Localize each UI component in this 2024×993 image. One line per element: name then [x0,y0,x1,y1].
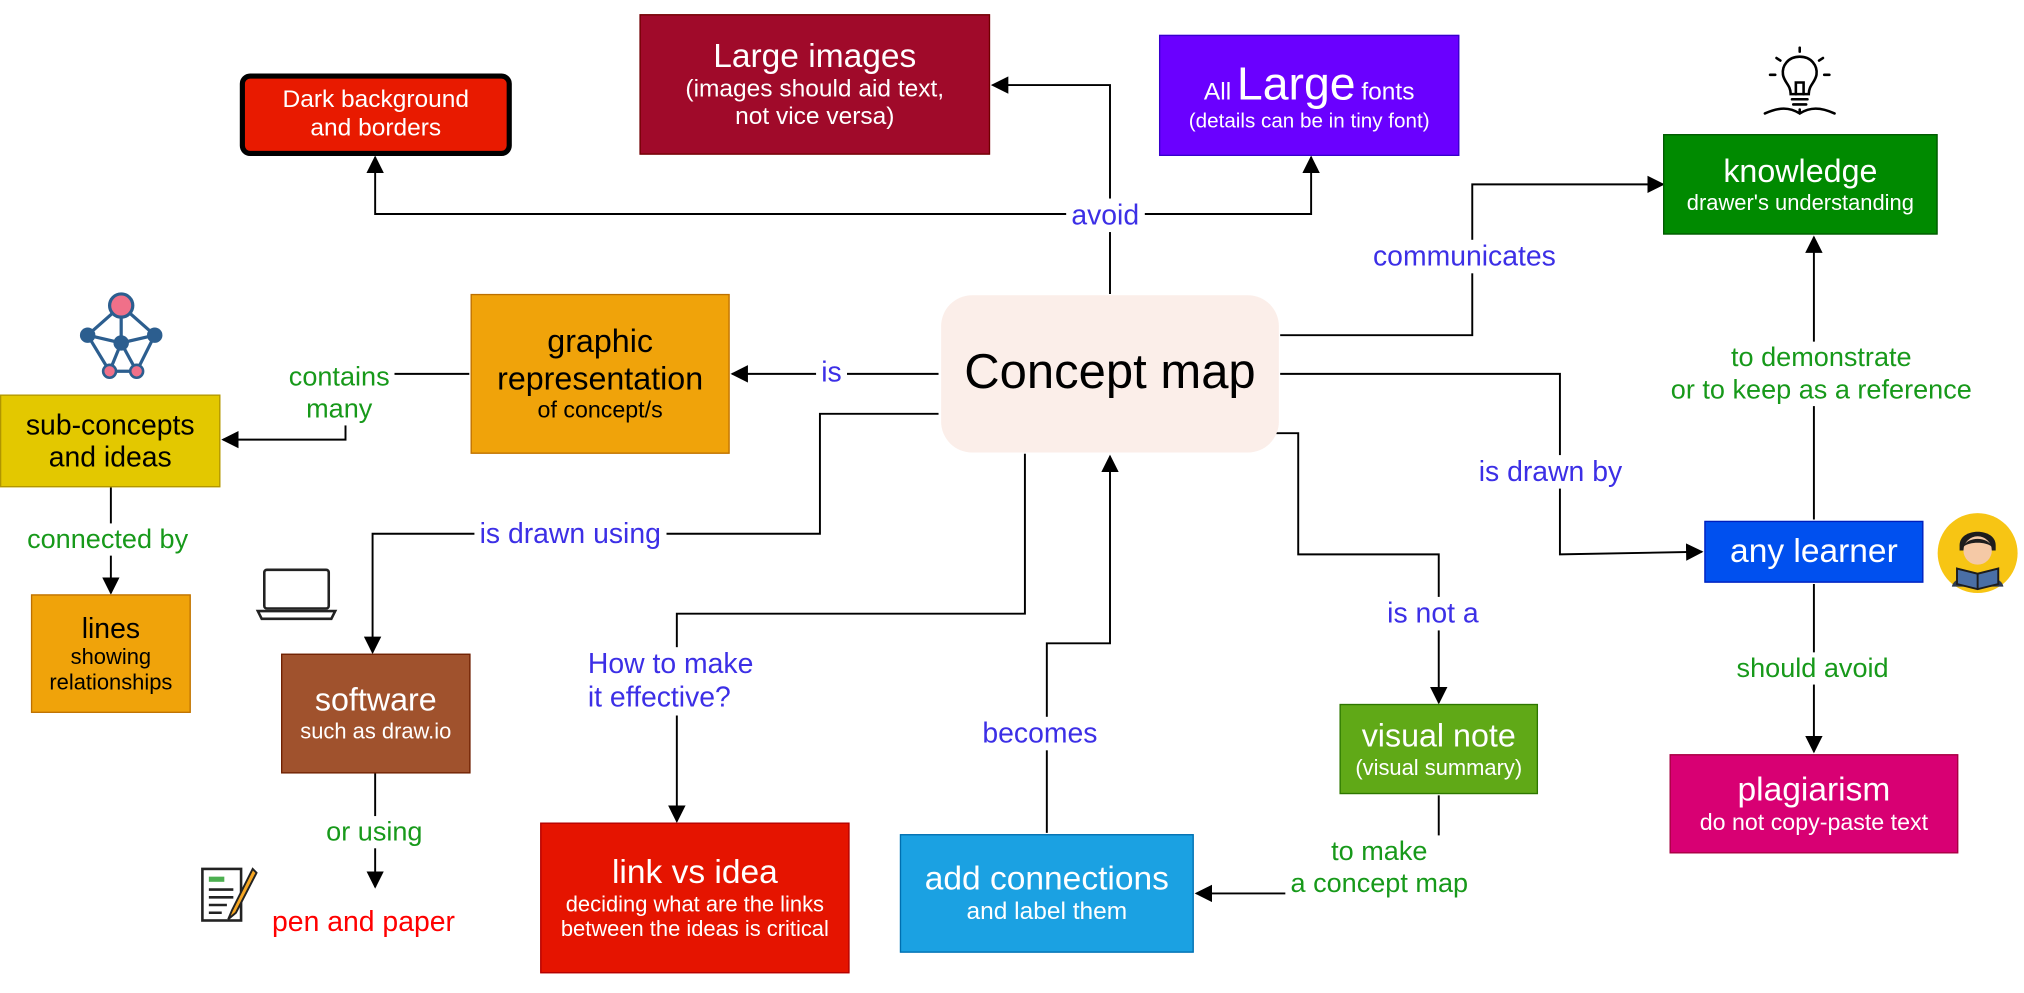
edge-avoid-dark-bg [366,155,1111,215]
node-lines-sub2: relationships [49,669,173,695]
edge-how-effective [668,453,1026,823]
node-add-connections: add connections and label them [899,834,1194,953]
label-communicates: communicates [1367,239,1562,274]
label-is-drawn-using: is drawn using [474,516,667,551]
edge-avoid-large-fonts [1110,155,1320,215]
node-add-connections-title: add connections [924,858,1169,898]
node-subconcepts-line2: and ideas [48,440,172,474]
node-knowledge-title: knowledge [1723,153,1878,190]
node-link-vs-idea-sub2: between the ideas is critical [560,917,829,942]
node-visual-note: visual note (visual summary) [1339,703,1539,795]
edge-becomes [1045,454,1119,833]
label-becomes: becomes [977,716,1103,751]
edge-drawn-using [363,412,939,655]
label-to-demonstrate: to demonstrate or to keep as a reference [1665,341,1977,407]
network-icon [79,292,163,380]
node-link-vs-idea-sub1: deciding what are the links [565,891,825,917]
node-lines-title: lines [81,612,141,645]
node-large-images-title: Large images [713,35,917,75]
label-avoid: avoid [1066,198,1145,233]
node-knowledge-sub: drawer's understanding [1686,190,1914,215]
notepad-pencil-icon [201,867,258,922]
node-dark-background: Dark background and borders [239,73,512,156]
label-is: is [816,355,847,390]
label-how-line2: it effective? [587,681,731,714]
node-large-fonts-big: Large [1236,56,1356,110]
node-dark-bg-line2: and borders [310,114,442,142]
node-large-fonts-heading: All Large fonts [1204,57,1415,110]
label-contains-line2: many [306,394,373,425]
label-or-using: or using [321,816,428,849]
laptop-icon [255,568,338,621]
label-demonstrate-line1: to demonstrate [1730,342,1912,373]
label-to-make-line2: a concept map [1290,869,1469,899]
node-link-vs-idea-title: link vs idea [611,852,778,891]
lightbulb-book-icon [1763,46,1836,115]
node-graphic-line1: graphic [547,323,653,360]
label-how-line1: How to make [587,647,754,680]
node-large-images: Large images (images should aid text, no… [639,14,991,155]
label-should-avoid: should avoid [1731,652,1894,685]
node-sub-concepts: sub-concepts and ideas [0,394,221,488]
node-visual-note-title: visual note [1361,717,1516,754]
label-connected-by: connected by [21,523,194,556]
node-visual-note-sub: (visual summary) [1355,754,1523,780]
node-graphic-line2: representation [497,360,704,397]
label-is-not-a: is not a [1382,596,1484,631]
label-to-make-line1: to make [1331,836,1428,867]
label-contains: contains many [283,360,395,426]
edge-is-not-a [1276,432,1448,705]
node-knowledge: knowledge drawer's understanding [1663,134,1938,235]
edge-avoid-large-images [990,76,1111,294]
node-subconcepts-line1: sub-concepts [25,408,195,441]
node-large-fonts-post: fonts [1361,78,1415,106]
node-large-images-sub2: not vice versa) [735,103,895,131]
node-graphic-representation: graphic representation of concept/s [470,293,730,454]
label-to-make-concept-map: to make a concept map [1285,835,1474,901]
label-contains-line1: contains [288,362,390,392]
node-plagiarism: plagiarism do not copy-paste text [1669,754,1959,854]
node-large-fonts: All Large fonts (details can be in tiny … [1158,34,1460,156]
label-is-drawn-by: is drawn by [1473,455,1628,490]
node-any-learner: any learner [1704,520,1924,583]
learner-avatar-icon [1937,513,2018,594]
node-software-title: software [314,682,437,719]
node-lines-sub1: showing [70,644,152,670]
node-pen-and-paper: pen and paper [266,905,461,940]
node-link-vs-idea: link vs idea deciding what are the links… [540,822,850,974]
node-plagiarism-title: plagiarism [1737,769,1891,809]
node-any-learner-label: any learner [1730,531,1898,570]
node-concept-map-label: Concept map [964,345,1256,400]
node-graphic-sub: of concept/s [537,397,663,424]
label-demonstrate-line2: or to keep as a reference [1670,375,1972,406]
node-large-fonts-pre: All [1203,78,1232,106]
node-software-sub: such as draw.io [300,719,452,744]
node-dark-bg-line1: Dark background [282,86,470,114]
node-software: software such as draw.io [281,653,471,774]
node-concept-map: Concept map [941,295,1279,453]
node-lines: lines showing relationships [30,594,191,713]
node-plagiarism-sub: do not copy-paste text [1699,809,1929,836]
node-add-connections-sub: and label them [966,898,1128,926]
node-large-images-sub1: (images should aid text, [685,75,945,103]
label-how-to-make-effective: How to make it effective? [582,647,759,716]
node-large-fonts-sub: (details can be in tiny font) [1188,110,1430,133]
